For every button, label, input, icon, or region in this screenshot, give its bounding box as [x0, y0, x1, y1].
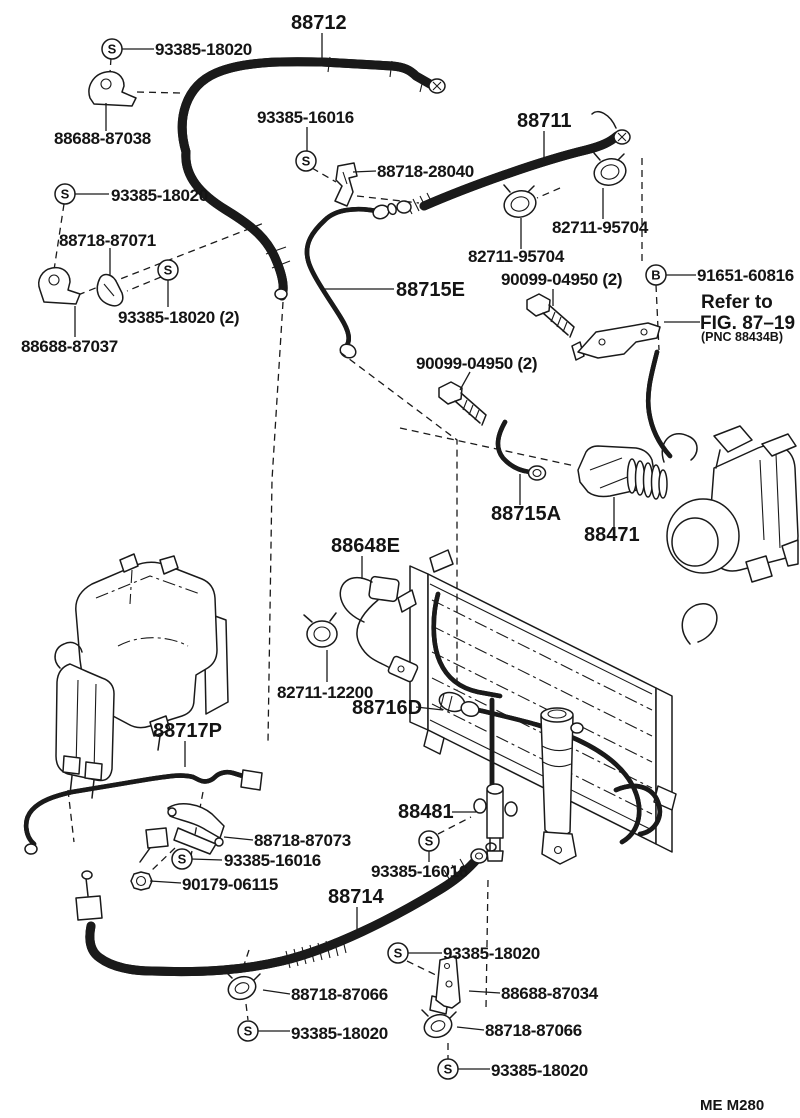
label-88718-28040: 88718-28040 [377, 162, 474, 181]
s-circle: S [295, 150, 317, 172]
clamp-82711-95704-left-art [503, 184, 537, 218]
label-88711: 88711 [517, 110, 572, 132]
label-88715E: 88715E [396, 279, 465, 301]
s-symbol: S [108, 42, 117, 57]
clamp-82711-12200-art [303, 612, 338, 648]
s-circle: S [437, 1058, 459, 1080]
receiver-drier [540, 707, 584, 865]
label-88688-87034: 88688-87034 [501, 984, 599, 1003]
label-88712: 88712 [291, 12, 347, 34]
label-88718-87066-left: 88718-87066 [291, 985, 388, 1004]
bracket-88688-87034-art [429, 955, 461, 1015]
accumulator-88471 [577, 445, 668, 500]
label-90099-04950-lower: 90099-04950 (2) [416, 354, 537, 373]
label-88648E: 88648E [331, 535, 400, 557]
label-82711-95704-left: 82711-95704 [468, 247, 565, 266]
figure-code: ME M280 [700, 1097, 764, 1114]
s-circle: S [418, 830, 440, 852]
label-93385-16016-top: 93385-16016 [257, 108, 354, 127]
label-88688-87037: 88688-87037 [21, 337, 118, 356]
refer-note-line1: Refer to [701, 292, 773, 313]
s-symbol: S [394, 946, 403, 961]
b-circle: B [645, 264, 667, 286]
label-88717P: 88717P [153, 720, 222, 742]
part-labels: 88712 93385-18020 88688-87038 93385-1601… [21, 12, 795, 1114]
bolt-90099-lower-art [438, 381, 487, 426]
label-88718-87073: 88718-87073 [254, 831, 351, 850]
clamp-88718-87066-right-art [421, 1009, 457, 1039]
label-82711-12200: 82711-12200 [277, 683, 373, 702]
s-circle: S [387, 942, 409, 964]
label-93385-18020-x2: 93385-18020 (2) [118, 308, 239, 327]
s-symbol: S [61, 187, 70, 202]
suction-fitting [139, 827, 169, 863]
valve-88481-art [473, 783, 518, 862]
refer-note-line3: (PNC 88434B) [701, 330, 783, 344]
s-symbol: S [164, 263, 173, 278]
label-91651-60816: 91651-60816 [697, 266, 794, 285]
s-symbol: S [302, 154, 311, 169]
label-93385-16016-right: 93385-16016 [371, 862, 468, 881]
s-circle: S [54, 183, 76, 205]
label-88481: 88481 [398, 801, 454, 823]
label-88718-87066-right: 88718-87066 [485, 1021, 582, 1040]
label-93385-18020-b2: 93385-18020 [291, 1024, 388, 1043]
screw-symbols: S S S S B S S S S S [54, 38, 667, 1080]
s-symbol: S [244, 1024, 253, 1039]
s-circle: S [171, 848, 193, 870]
label-93385-18020-b1: 93385-18020 [443, 944, 540, 963]
clamp-82711-95704-right-art [593, 152, 627, 186]
nut-90179-art [130, 871, 153, 891]
fitting-88716D-art [438, 691, 480, 717]
label-93385-18020-mid: 93385-18020 [111, 186, 208, 205]
s-circle: S [157, 259, 179, 281]
label-93385-18020-b3: 93385-18020 [491, 1061, 588, 1080]
clamp-88718-28040-art [334, 162, 358, 207]
bracket-88688-87037-art [38, 266, 81, 305]
label-88471: 88471 [584, 524, 640, 546]
compressor [661, 425, 799, 583]
s-symbol: S [178, 852, 187, 867]
label-88714: 88714 [328, 886, 384, 908]
clamp-88718-87071-art [96, 273, 124, 307]
label-88688-87038: 88688-87038 [54, 129, 151, 148]
label-88715A: 88715A [491, 503, 561, 525]
assembly-dashed-lines [53, 57, 660, 1059]
bolt-90099-upper-art [526, 293, 575, 338]
label-93385-16016-left: 93385-16016 [224, 851, 321, 870]
refer-bracket-art [571, 322, 661, 361]
evaporator-unit [54, 553, 229, 799]
label-90179-06115: 90179-06115 [182, 875, 278, 894]
callout-lines [74, 33, 700, 1070]
clamp-88718-87073-art [167, 802, 225, 855]
label-88716D: 88716D [352, 697, 422, 719]
pressure-switch-88648E [339, 575, 419, 683]
label-88718-87071: 88718-87071 [59, 231, 156, 250]
label-90099-04950-upper: 90099-04950 (2) [501, 270, 622, 289]
s-symbol: S [425, 834, 434, 849]
b-symbol: B [651, 268, 660, 283]
label-93385-18020-top: 93385-18020 [155, 40, 252, 59]
s-symbol: S [444, 1062, 453, 1077]
refer-note-line2: FIG. 87–19 [700, 313, 795, 334]
clamp-88718-87066-left-art [225, 971, 261, 1001]
label-82711-95704-right: 82711-95704 [552, 218, 649, 237]
s-circle: S [101, 38, 123, 60]
bracket-88688-87038-art [88, 70, 137, 107]
s-circle: S [237, 1020, 259, 1042]
